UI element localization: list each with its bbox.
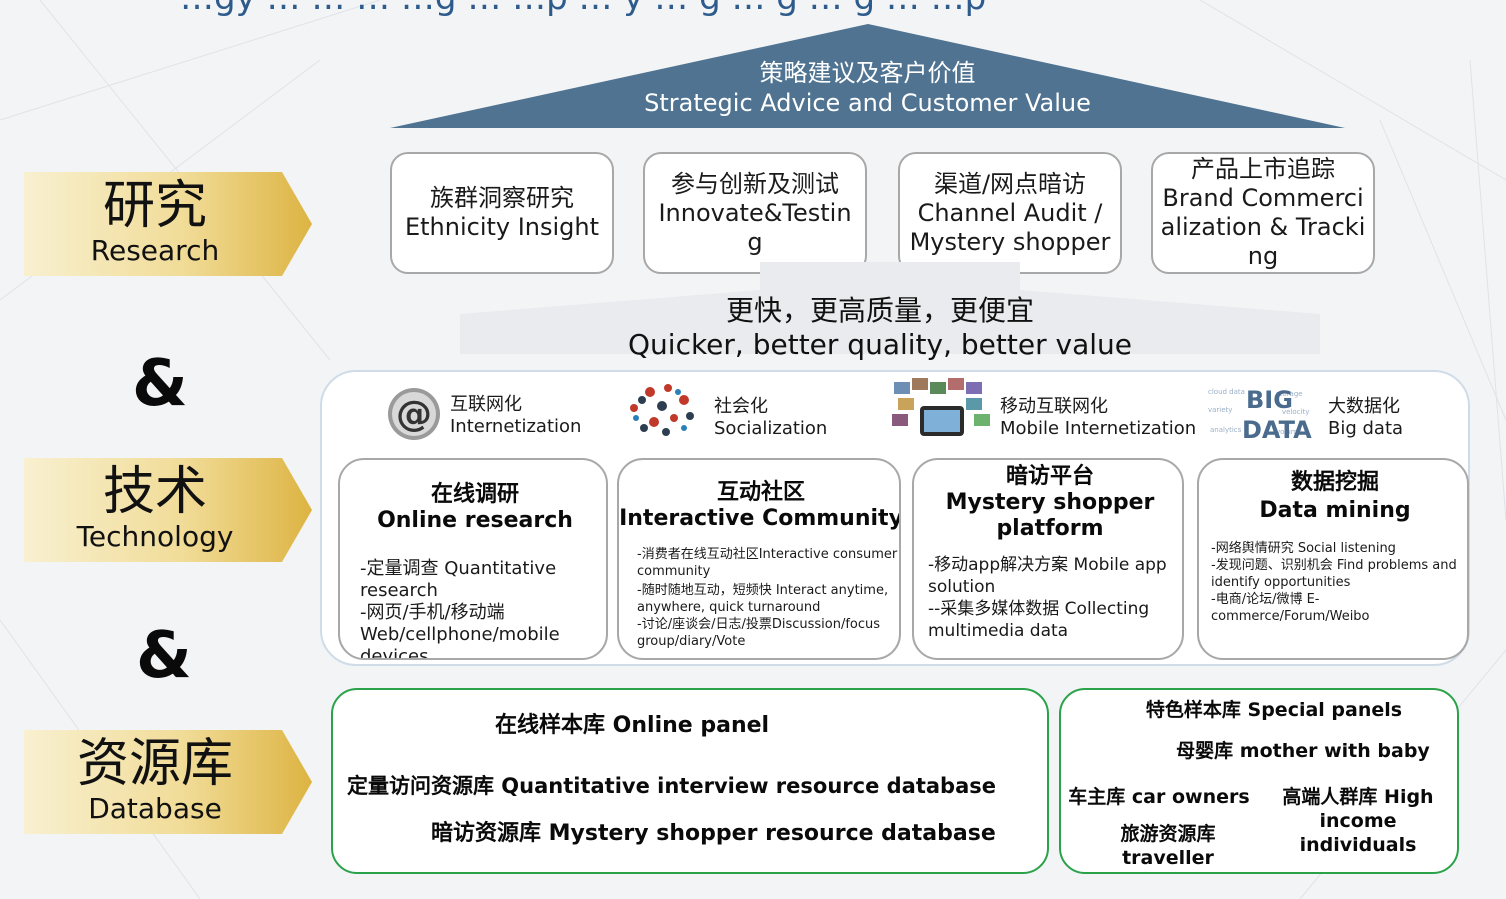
ampersand-2: & <box>136 619 192 693</box>
research-box-ethnicity: 族群洞察研究 Ethnicity Insight <box>390 152 614 274</box>
tech-box-interactive-community: 互动社区 Interactive Community -消费者在线互动社区Int… <box>617 458 901 660</box>
research-box-cn: 产品上市追踪 <box>1191 155 1335 183</box>
tech-feature-bigdata: 大数据化 Big data <box>1328 396 1403 440</box>
roof-title: 策略建议及客户价值 Strategic Advice and Customer … <box>560 58 1175 118</box>
research-box-brand-tracking: 产品上市追踪 Brand Commercialization & Trackin… <box>1151 152 1375 274</box>
social-network-map-icon <box>630 384 694 436</box>
value-text-en: Quicker, better quality, better value <box>628 328 1132 361</box>
database-special-box: 特色样本库 Special panels 母婴库 mother with bab… <box>1059 688 1459 874</box>
ampersand-1: & <box>132 347 188 421</box>
mobile-cloud-icon <box>892 378 990 436</box>
value-arrow-band <box>460 262 1320 354</box>
research-box-innovate: 参与创新及测试 Innovate&Testing <box>643 152 867 274</box>
tech-feature-en: Internetization <box>450 416 582 437</box>
research-box-en: Innovate&Testing <box>658 198 852 256</box>
tech-box-title-cn: 互动社区 <box>716 480 805 505</box>
chevron-research: 研究 Research <box>24 172 312 276</box>
database-label-cn: 资源库 <box>76 734 233 794</box>
tech-box-line: -消费者在线互动社区Interactive consumer community <box>637 547 898 579</box>
research-box-cn: 参与创新及测试 <box>671 169 839 198</box>
chevron-technology-shape <box>24 458 312 562</box>
tech-box-line: -随时随地互动，短频快 Interact anytime, anywhere, … <box>637 583 889 615</box>
tech-box-title-cn: 暗访平台 <box>1005 464 1094 489</box>
chevron-database-shape <box>24 730 312 834</box>
roof-title-en: Strategic Advice and Customer Value <box>644 89 1091 117</box>
tech-box-data-mining: 数据挖掘 Data mining -网络舆情研究 Social listenin… <box>1197 458 1469 660</box>
special-panel-mother: 母婴库 mother with baby <box>1176 740 1430 762</box>
tech-box-title-en: Mystery shopper platform <box>945 490 1155 541</box>
cropped-header-title: …gy … … … …g … …p … y … g … g … g … …p <box>180 0 1506 18</box>
research-box-en: Brand Commercialization & Tracking <box>1160 184 1366 270</box>
database-label-en: Database <box>88 792 222 825</box>
at-sign-icon: @ <box>388 388 440 440</box>
technology-label-en: Technology <box>76 520 234 553</box>
big-data-wordcloud-icon: cloud data storage analytics volume veloci… <box>1208 386 1312 444</box>
db-line-quantitative: 定量访问资源库 Quantitative interview resource … <box>347 774 996 798</box>
special-panel-car: 车主库 car owners <box>1068 786 1250 808</box>
research-box-en: Channel Audit / Mystery shopper <box>909 198 1111 256</box>
research-box-cn: 族群洞察研究 <box>430 184 574 212</box>
research-box-channel-audit: 渠道/网点暗访 Channel Audit / Mystery shopper <box>898 152 1122 274</box>
tech-feature-cn: 移动互联网化 <box>1000 396 1108 417</box>
tech-box-mystery-shopper-platform: 暗访平台 Mystery shopper platform -移动app解决方案… <box>912 458 1184 660</box>
tech-box-title-en: Interactive Community <box>619 506 901 531</box>
special-panel-high-income: 高端人群库 High income individuals <box>1282 786 1434 856</box>
svg-text:DATA: DATA <box>1242 416 1312 444</box>
value-text-cn: 更快，更高质量，更便宜 <box>725 294 1034 327</box>
tech-box-title-cn: 在线调研 <box>430 482 519 507</box>
tech-feature-social: 社会化 Socialization <box>714 396 827 440</box>
svg-text:velocity: velocity <box>1282 408 1309 416</box>
roof-triangle <box>390 24 1345 128</box>
tech-feature-cn: 大数据化 <box>1328 396 1400 417</box>
tech-feature-internet: 互联网化 Internetization <box>450 394 581 438</box>
tech-box-line: -网页/手机/移动端 Web/cellphone/mobile devices <box>360 602 560 660</box>
tech-feature-cn: 互联网化 <box>450 394 522 415</box>
special-panel-travel: 旅游资源库 traveller <box>1120 823 1216 869</box>
db-line-online-panel: 在线样本库 Online panel <box>495 713 770 738</box>
database-main-box: 在线样本库 Online panel 定量访问资源库 Quantitative … <box>331 688 1049 874</box>
tech-box-line: -电商/论坛/微博 E-commerce/Forum/Weibo <box>1211 592 1370 624</box>
tech-feature-cn: 社会化 <box>714 396 768 417</box>
svg-text:cloud data: cloud data <box>1208 388 1245 396</box>
svg-text:BIG: BIG <box>1246 386 1293 414</box>
svg-text:storage: storage <box>1276 390 1303 398</box>
tech-feature-en: Mobile Internetization <box>1000 418 1197 439</box>
research-box-en: Ethnicity Insight <box>404 213 600 241</box>
tech-box-online-research: 在线调研 Online research -定量调查 Quantitative … <box>338 458 608 660</box>
tech-box-line: -移动app解决方案 Mobile app solution <box>928 555 1167 597</box>
research-label-cn: 研究 <box>102 176 207 236</box>
tech-feature-mobile: 移动互联网化 Mobile Internetization <box>1000 396 1196 440</box>
tech-box-title-cn: 数据挖掘 <box>1290 470 1379 495</box>
svg-text:@: @ <box>396 394 432 435</box>
chevron-research-shape <box>24 172 312 276</box>
tech-box-line: -发现问题、识别机会 Find problems and identify op… <box>1211 558 1457 590</box>
research-label-en: Research <box>90 234 220 267</box>
chevron-database: 资源库 Database <box>24 730 312 834</box>
chevron-technology: 技术 Technology <box>24 458 312 562</box>
svg-text:variety: variety <box>1208 406 1232 414</box>
tech-box-title-en: Data mining <box>1259 498 1411 523</box>
svg-text:analytics: analytics <box>1210 426 1242 434</box>
research-box-cn: 渠道/网点暗访 <box>933 169 1087 198</box>
tech-box-title-en: Online research <box>377 508 573 533</box>
technology-label-cn: 技术 <box>102 462 207 522</box>
roof-title-cn: 策略建议及客户价值 <box>759 59 976 87</box>
tech-box-line: -讨论/座谈会/日志/投票Discussion/focus group/diar… <box>637 617 881 649</box>
tech-box-line: -网络舆情研究 Social listening <box>1211 541 1396 556</box>
special-panels-title: 特色样本库 Special panels <box>1145 699 1403 721</box>
tech-feature-en: Socialization <box>714 418 828 439</box>
tech-box-line: --采集多媒体数据 Collecting multimedia data <box>928 599 1150 641</box>
db-line-mystery-shopper: 暗访资源库 Mystery shopper resource database <box>431 821 996 846</box>
svg-text:volume: volume <box>1276 428 1302 436</box>
tech-box-line: -定量调查 Quantitative research <box>360 558 557 601</box>
tech-feature-en: Big data <box>1328 418 1404 439</box>
